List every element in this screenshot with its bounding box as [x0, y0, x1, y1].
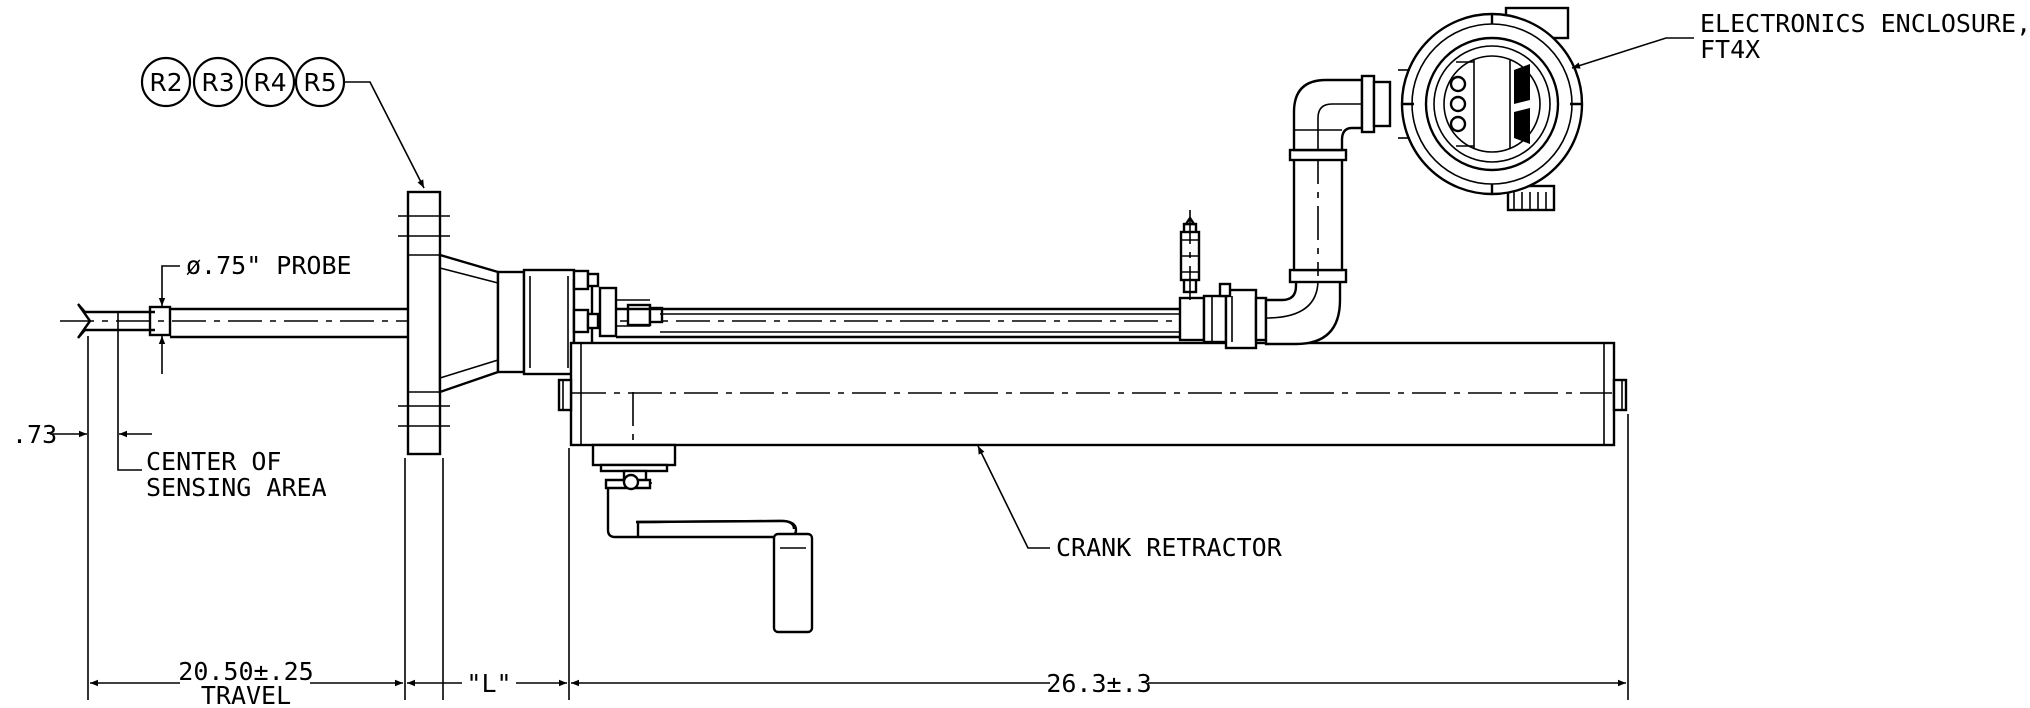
crank-handle: [604, 473, 814, 634]
retractor-length-dimension: 26.3±.3: [571, 669, 1626, 698]
guide-rods: [616, 307, 1184, 339]
probe-diameter-label: ø.75" PROBE: [186, 251, 352, 280]
flange-adapter: [438, 253, 594, 394]
enclosure-callout: ELECTRONICS ENCLOSURE, FT4X: [1571, 9, 2030, 69]
travel-dimension: 20.50±.25 TRAVEL: [90, 657, 403, 708]
probe-diameter-callout: ø.75" PROBE: [158, 251, 352, 374]
insertion-length-dimension: "L": [407, 669, 567, 698]
electronics-enclosure: [1398, 6, 1584, 212]
sensing-area-callout: CENTER OF SENSING AREA: [117, 330, 327, 502]
retractor-callout: CRANK RETRACTOR: [977, 445, 1283, 562]
revision-bubble-r4: R4: [253, 68, 286, 97]
travel-value: 20.50±.25: [178, 657, 313, 686]
sensing-area-label-line2: SENSING AREA: [146, 473, 327, 502]
travel-label: TRAVEL: [201, 681, 291, 708]
probe-shaft: [77, 303, 410, 339]
revision-bubble-r3: R3: [201, 68, 234, 97]
lock-fitting: [1178, 210, 1268, 350]
extension-lines: [87, 336, 1629, 700]
sensing-offset-dimension: .73: [12, 420, 152, 449]
retractor-body: [557, 341, 1628, 447]
mounting-flange: [398, 190, 450, 456]
enclosure-label-line2: FT4X: [1700, 35, 1760, 64]
revision-bubble-r2: R2: [149, 68, 182, 97]
insertion-length-value: "L": [466, 669, 511, 698]
conduit: [1264, 74, 1392, 346]
enclosure-label-line1: ELECTRONICS ENCLOSURE,: [1700, 9, 2030, 38]
revision-bubble-r5: R5: [303, 68, 336, 97]
retractor-length-value: 26.3±.3: [1046, 669, 1151, 698]
sensing-area-label-line1: CENTER OF: [146, 447, 281, 476]
revision-bubbles: R2 R3 R4 R5: [140, 56, 425, 189]
sensing-offset-value: .73: [12, 420, 57, 449]
retractor-label: CRANK RETRACTOR: [1056, 533, 1283, 562]
